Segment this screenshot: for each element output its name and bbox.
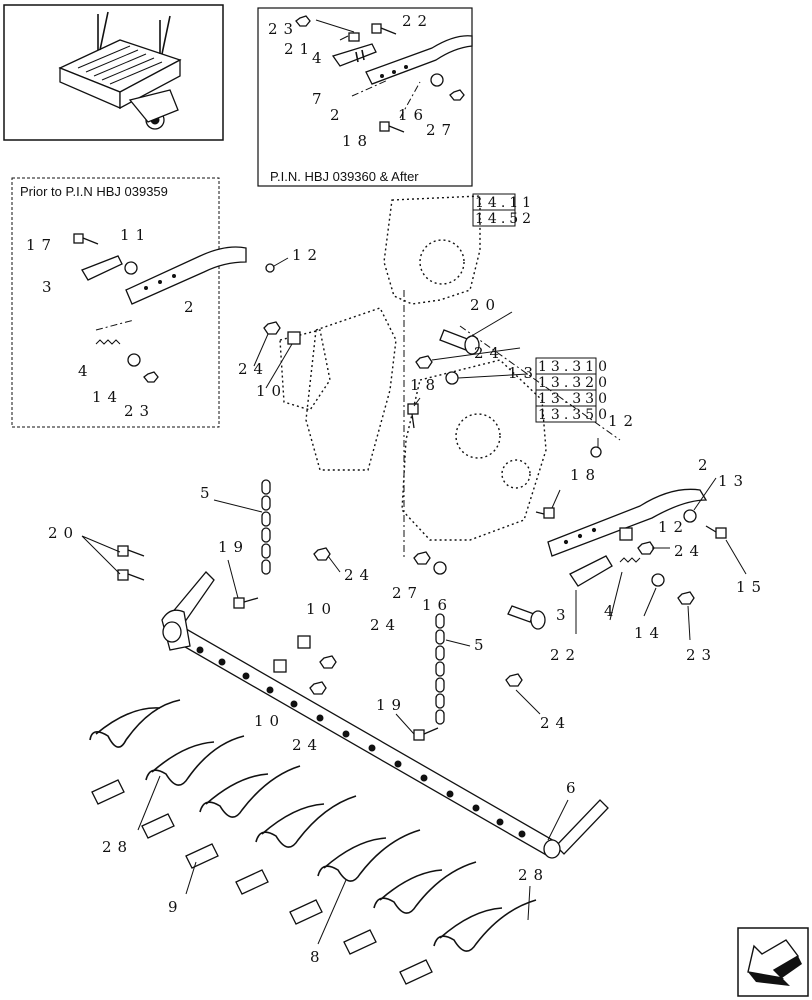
callout: 10 xyxy=(306,600,337,618)
ref-code: 13.330 xyxy=(538,391,611,407)
baler-overview-icon[interactable] xyxy=(3,4,224,141)
callout: 5 xyxy=(200,484,216,502)
callout: 23 xyxy=(686,646,717,664)
callout: 23 xyxy=(124,402,155,420)
callout: 11 xyxy=(120,226,151,244)
callout: 12 xyxy=(292,246,323,264)
callout: 10 xyxy=(254,712,285,730)
ref-code: 14.11 xyxy=(475,195,535,211)
callout: 18 xyxy=(342,132,373,150)
callout: 28 xyxy=(102,838,133,856)
callouts-inset-early: 17 11 12 3 2 4 14 23 xyxy=(26,226,323,420)
inset-early-caption: Prior to P.I.N HBJ 039359 xyxy=(20,184,168,199)
tine-sleeves xyxy=(91,779,433,985)
ref-code: 13.350 xyxy=(538,407,611,423)
callouts-inset-late: 23 22 21 4 7 2 16 27 18 xyxy=(268,12,457,150)
callout: 4 xyxy=(78,362,94,380)
callout: 10 xyxy=(256,382,287,400)
reference-box-upper[interactable]: 14.11 14.52 xyxy=(472,193,535,227)
tine-bar xyxy=(161,571,609,859)
fasteners xyxy=(117,321,727,741)
callout: 13 xyxy=(508,364,539,382)
callout: 4 xyxy=(312,49,328,67)
callouts-main-upper: 20 24 24 10 13 18 12 2 13 18 12 24 15 xyxy=(238,296,767,596)
callout: 18 xyxy=(410,376,441,394)
tine-bar-arm xyxy=(547,488,708,587)
inset-late-variant: P.I.N. HBJ 039360 & After xyxy=(257,7,473,187)
callout: 23 xyxy=(268,20,299,38)
callout: 2 xyxy=(698,456,714,474)
callout: 6 xyxy=(566,779,582,797)
callout: 28 xyxy=(518,866,549,884)
callout: 16 xyxy=(398,106,429,124)
callout: 17 xyxy=(26,236,57,254)
ref-code: 14.52 xyxy=(475,211,535,227)
callout: 24 xyxy=(370,616,401,634)
inset-late-caption: P.I.N. HBJ 039360 & After xyxy=(270,169,419,184)
callout: 24 xyxy=(474,344,505,362)
callout: 22 xyxy=(550,646,581,664)
callout: 4 xyxy=(604,602,620,620)
callout: 24 xyxy=(344,566,375,584)
callout: 24 xyxy=(540,714,571,732)
next-page-arrow-icon[interactable] xyxy=(737,927,809,997)
callout: 12 xyxy=(658,518,689,536)
callout: 15 xyxy=(736,578,767,596)
callout: 3 xyxy=(42,278,58,296)
tines xyxy=(89,699,537,952)
callout: 12 xyxy=(608,412,639,430)
callout: 19 xyxy=(376,696,407,714)
callout: 24 xyxy=(292,736,323,754)
callout: 2 xyxy=(330,106,346,124)
callout: 16 xyxy=(422,596,453,614)
callout: 8 xyxy=(310,948,326,966)
callout: 24 xyxy=(238,360,269,378)
callout: 14 xyxy=(634,624,665,642)
callout: 7 xyxy=(312,90,328,108)
chain-left xyxy=(261,479,271,575)
inset-early-variant: Prior to P.I.N HBJ 039359 xyxy=(11,177,275,428)
callout: 24 xyxy=(674,542,705,560)
callouts-main-lower: 5 20 19 24 27 16 3 4 14 22 23 10 24 10 2… xyxy=(48,484,717,966)
callout: 2 xyxy=(184,298,200,316)
callout: 20 xyxy=(470,296,501,314)
callout: 9 xyxy=(168,898,184,916)
callout: 27 xyxy=(426,121,457,139)
leader-lines xyxy=(81,257,747,945)
callout: 14 xyxy=(92,388,123,406)
frame-housings xyxy=(279,195,621,560)
callout: 21 xyxy=(284,40,315,58)
ref-code: 13.310 xyxy=(538,359,611,375)
chain-right xyxy=(435,613,445,725)
reference-box-middle[interactable]: 13.310 13.320 13.330 13.350 xyxy=(535,357,611,423)
callout: 27 xyxy=(392,584,423,602)
callout: 22 xyxy=(402,12,433,30)
ref-code: 13.320 xyxy=(538,375,611,391)
callout: 18 xyxy=(570,466,601,484)
callout: 5 xyxy=(474,636,490,654)
callout: 13 xyxy=(718,472,749,490)
callout: 3 xyxy=(556,606,572,624)
callout: 20 xyxy=(48,524,79,542)
callout: 19 xyxy=(218,538,249,556)
